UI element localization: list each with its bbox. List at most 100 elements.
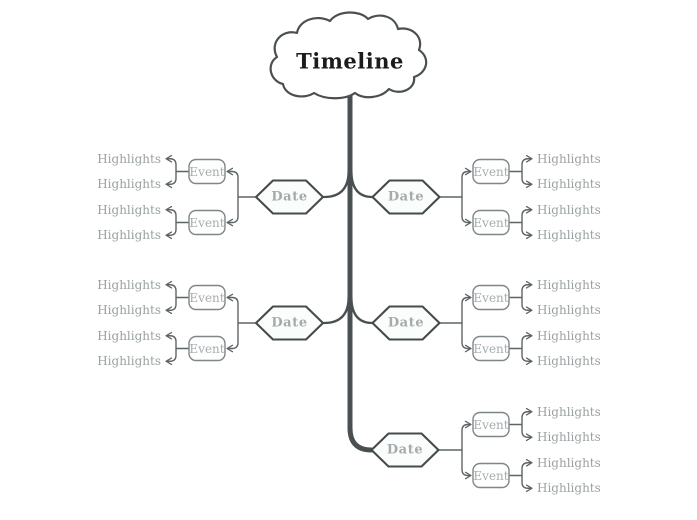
date-label-row3-right[interactable]: Date — [386, 442, 424, 458]
event-label[interactable]: Event — [473, 341, 509, 356]
arrow-to-highlight — [521, 475, 533, 493]
event-box[interactable] — [472, 209, 510, 236]
event-label[interactable]: Event — [189, 164, 225, 179]
highlight-label[interactable]: Highlights — [537, 303, 601, 318]
highlight-label[interactable]: Highlights — [537, 151, 601, 166]
connector-stub — [176, 170, 256, 224]
connector-stub — [176, 296, 256, 350]
arrow-to-highlight — [521, 407, 533, 425]
branch-curve — [322, 295, 350, 325]
event-label[interactable]: Event — [473, 164, 509, 179]
arrow-to-highlight — [165, 280, 177, 298]
arrow-to-event — [461, 323, 472, 353]
highlight-label[interactable]: Highlights — [97, 277, 161, 292]
trunk-line — [347, 87, 374, 453]
arrow-to-event — [226, 167, 239, 197]
arrow-to-event — [226, 323, 239, 353]
date-nodes — [254, 179, 441, 468]
cloud-shape[interactable] — [269, 11, 428, 100]
date-label-row1-left[interactable]: Date — [271, 189, 308, 205]
arrow-to-highlight — [165, 154, 177, 172]
arrow-to-highlight — [521, 205, 533, 223]
date-label-row2-right[interactable]: Date — [387, 315, 425, 331]
date-hexagon-row2-right[interactable] — [371, 305, 441, 341]
connector-stub — [439, 296, 522, 350]
arrow-to-highlight — [521, 280, 533, 298]
event-label[interactable]: Event — [473, 215, 509, 230]
highlight-label[interactable]: Highlights — [97, 177, 161, 192]
highlight-label[interactable]: Highlights — [97, 202, 161, 217]
highlight-label[interactable]: Highlights — [537, 202, 601, 217]
highlight-label[interactable]: Highlights — [537, 404, 601, 419]
arrow-to-highlight — [521, 171, 533, 189]
arrow-to-event — [461, 420, 472, 450]
date-label-row2-left[interactable]: Date — [271, 315, 308, 331]
arrow-to-event — [461, 450, 472, 480]
highlight-label[interactable]: Highlights — [537, 277, 601, 292]
date-hexagon-row1-left[interactable] — [254, 179, 325, 215]
root-node-title[interactable]: Timeline — [296, 48, 404, 74]
arrow-to-highlight — [165, 171, 177, 189]
highlight-label[interactable]: Highlights — [537, 455, 601, 470]
highlight-label[interactable]: Highlights — [537, 481, 601, 496]
arrow-to-highlight — [165, 297, 177, 315]
date-hexagon-row2-left[interactable] — [254, 305, 325, 341]
highlight-label[interactable]: Highlights — [97, 328, 161, 343]
event-box[interactable] — [188, 284, 226, 311]
connector-stub — [438, 423, 522, 477]
connector-cluster-row2-right — [439, 280, 533, 366]
branch-curve — [350, 169, 374, 199]
event-label[interactable]: Event — [189, 290, 225, 305]
connector-cluster-row1-right — [439, 154, 533, 240]
event-box[interactable] — [188, 335, 226, 362]
event-box[interactable] — [188, 158, 226, 185]
branch-curve — [350, 295, 374, 325]
arrow-to-event — [461, 197, 472, 227]
event-label[interactable]: Event — [473, 290, 509, 305]
date-hexagon-row3-right[interactable] — [370, 432, 440, 468]
highlight-label[interactable]: Highlights — [97, 354, 161, 369]
event-box[interactable] — [188, 209, 226, 236]
date-hexagon-row1-right[interactable] — [371, 179, 441, 215]
event-label[interactable]: Event — [473, 468, 509, 483]
event-box[interactable] — [472, 284, 510, 311]
event-label[interactable]: Event — [189, 341, 225, 356]
arrow-to-highlight — [165, 331, 177, 349]
highlight-label[interactable]: Highlights — [537, 430, 601, 445]
arrow-to-highlight — [165, 348, 177, 366]
highlight-label[interactable]: Highlights — [97, 303, 161, 318]
highlight-label[interactable]: Highlights — [97, 228, 161, 243]
arrow-to-event — [461, 167, 472, 197]
arrow-to-event — [226, 197, 239, 227]
event-box[interactable] — [472, 335, 510, 362]
arrow-to-highlight — [521, 458, 533, 476]
date-label-row1-right[interactable]: Date — [387, 189, 425, 205]
arrow-to-highlight — [521, 222, 533, 240]
arrow-to-event — [226, 293, 239, 323]
highlight-label[interactable]: Highlights — [537, 354, 601, 369]
trunk-group — [322, 87, 374, 453]
event-label[interactable]: Event — [189, 215, 225, 230]
highlight-label[interactable]: Highlights — [537, 177, 601, 192]
event-box[interactable] — [472, 411, 510, 438]
arrow-to-highlight — [521, 154, 533, 172]
arrow-to-highlight — [165, 222, 177, 240]
arrow-to-highlight — [165, 205, 177, 223]
connector-cluster-row3-right — [438, 407, 533, 493]
arrow-to-highlight — [521, 331, 533, 349]
connector-cluster-row1-left — [165, 154, 256, 240]
event-label[interactable]: Event — [473, 417, 509, 432]
arrow-to-highlight — [521, 424, 533, 442]
connector-cluster-row2-left — [165, 280, 256, 366]
highlight-label[interactable]: Highlights — [97, 151, 161, 166]
highlight-label[interactable]: Highlights — [537, 228, 601, 243]
highlight-label[interactable]: Highlights — [537, 328, 601, 343]
arrow-to-event — [461, 293, 472, 323]
arrow-to-highlight — [521, 348, 533, 366]
event-box[interactable] — [472, 462, 510, 489]
event-box[interactable] — [472, 158, 510, 185]
event-nodes — [188, 158, 510, 489]
arrow-to-highlight — [521, 297, 533, 315]
